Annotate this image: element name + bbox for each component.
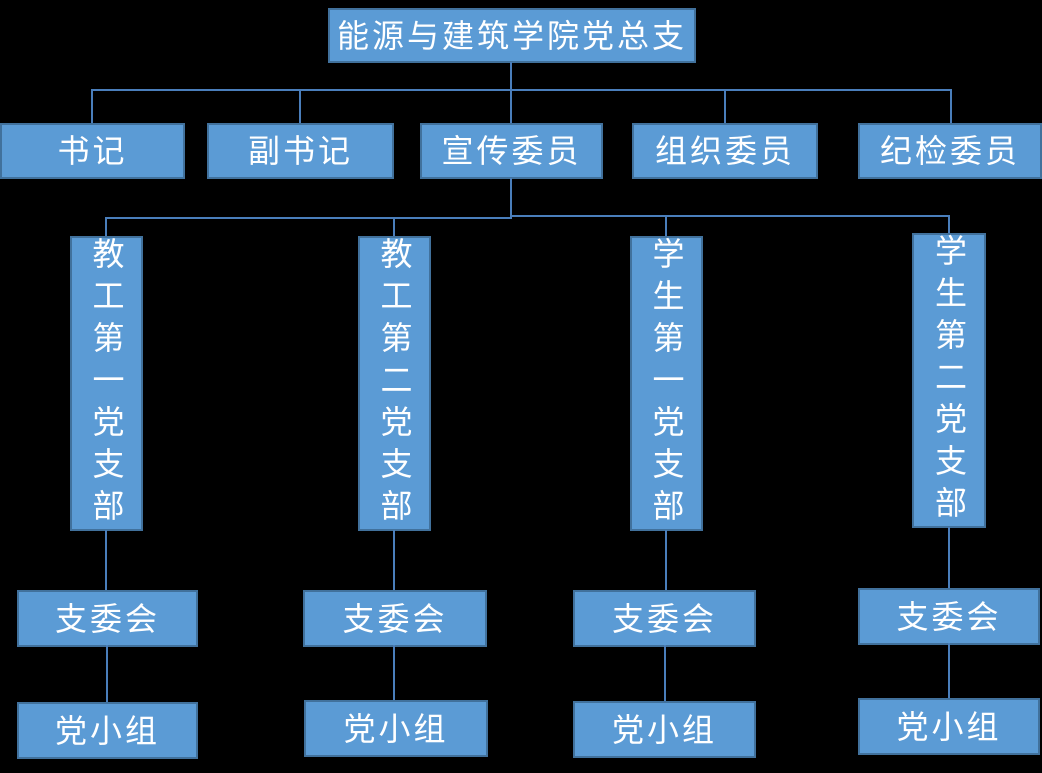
committee-box-0: 支委会 bbox=[17, 590, 198, 647]
branch-box-student-2: 学生第二党支部 bbox=[912, 233, 986, 528]
branch-box-student-1: 学生第一党支部 bbox=[630, 236, 703, 531]
branch-box-faculty-2: 教工第二党支部 bbox=[358, 236, 431, 531]
connector-group-2 bbox=[664, 645, 666, 702]
committee-box-3: 支委会 bbox=[858, 588, 1040, 645]
connector-branch-stub-0 bbox=[105, 217, 107, 236]
connector-committee-0 bbox=[105, 530, 107, 590]
connector-branch-rail-left bbox=[105, 217, 512, 219]
officer-box-deputy-secretary: 副书记 bbox=[207, 123, 394, 179]
committee-box-1: 支委会 bbox=[303, 590, 487, 647]
connector-officer-rail bbox=[91, 89, 952, 91]
connector-group-0 bbox=[106, 645, 108, 703]
branch-box-faculty-1: 教工第一党支部 bbox=[70, 236, 143, 531]
connector-branch-drop bbox=[510, 178, 512, 219]
connector-officer-stub-2 bbox=[510, 89, 512, 123]
connector-branch-rail-right bbox=[510, 215, 950, 217]
officer-box-organization: 组织委员 bbox=[632, 123, 818, 179]
connector-group-1 bbox=[393, 645, 395, 701]
group-box-3: 党小组 bbox=[858, 698, 1040, 755]
committee-box-2: 支委会 bbox=[573, 590, 756, 647]
connector-committee-2 bbox=[665, 530, 667, 590]
connector-officer-stub-3 bbox=[724, 89, 726, 123]
group-box-2: 党小组 bbox=[573, 701, 756, 758]
connector-officer-stub-0 bbox=[91, 89, 93, 123]
officer-box-propaganda: 宣传委员 bbox=[420, 123, 603, 179]
connector-group-3 bbox=[948, 643, 950, 699]
group-box-1: 党小组 bbox=[304, 700, 488, 757]
root-box: 能源与建筑学院党总支 bbox=[328, 8, 696, 63]
connector-branch-stub-2 bbox=[665, 215, 667, 236]
connector-branch-stub-3 bbox=[948, 215, 950, 233]
connector-committee-1 bbox=[393, 530, 395, 590]
connector-root-drop bbox=[510, 62, 512, 91]
officer-box-secretary: 书记 bbox=[0, 123, 185, 179]
connector-officer-stub-1 bbox=[299, 89, 301, 123]
connector-committee-3 bbox=[948, 527, 950, 588]
group-box-0: 党小组 bbox=[17, 702, 198, 759]
officer-box-discipline: 纪检委员 bbox=[858, 123, 1042, 179]
connector-officer-stub-4 bbox=[950, 89, 952, 123]
connector-branch-stub-1 bbox=[393, 217, 395, 236]
